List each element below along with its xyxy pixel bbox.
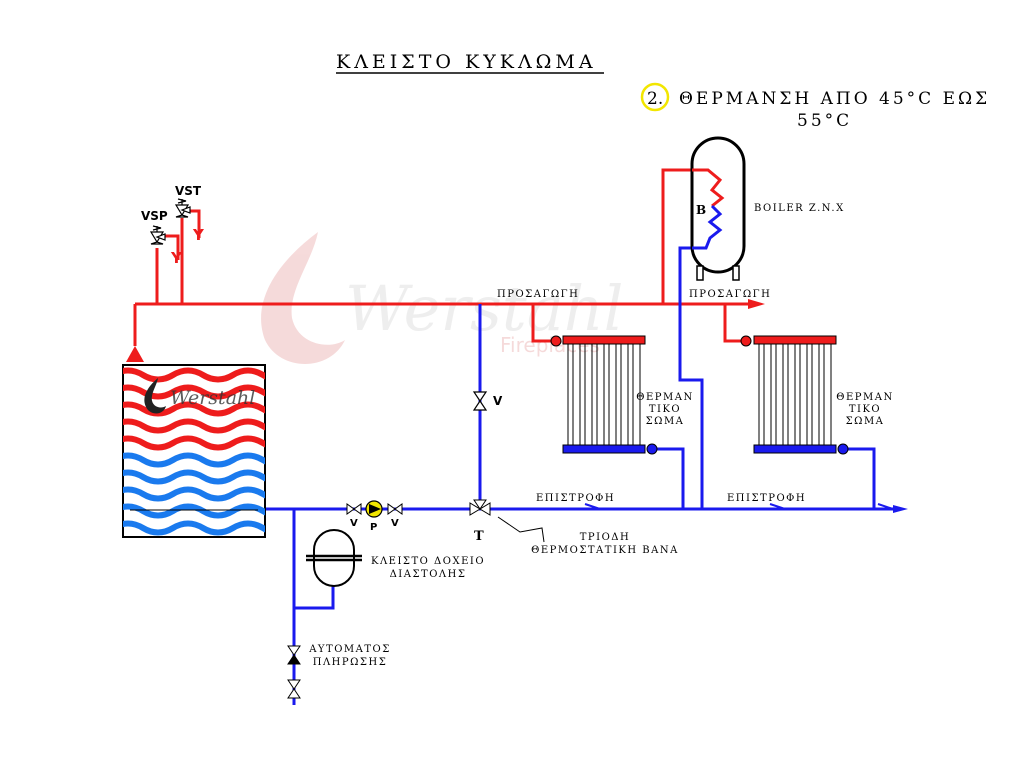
pump-valve-left-icon [346, 503, 362, 515]
radiator-2-label-line-3: ΣΩΜΑ [846, 416, 885, 427]
auto-fill-label-line-1: ΑΥΤΟΜΑΤΟΣ [308, 644, 391, 655]
gate-valve-v-icon [472, 391, 488, 411]
supply-label-1: ΠΡΟΣΑΓΩΓΗ [497, 289, 579, 300]
radiator-1-label-line-1: ΘΕΡΜΑΝ [636, 392, 693, 403]
safety-valve-vsp-icon [149, 225, 166, 245]
boiler-letter: B [696, 203, 706, 217]
subtitle-number: 2. [647, 89, 663, 109]
subtitle-line-1: ΘΕΡΜΑΝΣΗ ΑΠΟ 45°C ΕΩΣ [679, 89, 990, 109]
radiator-2-label-line-1: ΘΕΡΜΑΝ [836, 392, 893, 403]
three-way-valve-icon [469, 499, 491, 516]
supply-label-2: ΠΡΟΣΑΓΩΓΗ [689, 289, 771, 300]
supply-pipes [133, 168, 750, 346]
vsp-label: VSP [141, 209, 168, 223]
tee-label: T [474, 529, 484, 544]
vst-y-label: Y [192, 226, 205, 244]
pump-valve-right-icon [387, 503, 403, 515]
three-way-valve-leader [497, 516, 545, 543]
auto-fill-valve-icon [287, 645, 301, 699]
circulation-pump-icon [365, 500, 383, 518]
three-way-valve-label-line-2: ΘΕΡΜΟΣΤΑΤΙΚΗ ΒΑΝΑ [531, 545, 679, 556]
watermark: Werstahl Fireplaces [261, 232, 623, 364]
expansion-tank-label-line-2: ΔΙΑΣΤΟΛΗΣ [390, 569, 467, 580]
subtitle-line-2: 55°C [797, 111, 852, 131]
valve-v-label: V [493, 394, 503, 408]
safety-valve-vst-icon [174, 198, 191, 218]
return-label-1: ΕΠΙΣΤΡΟΦΗ [536, 493, 615, 504]
supply-arrow [748, 299, 765, 309]
pump-valve-left-label: V [350, 518, 358, 529]
expansion-tank-label-line-1: ΚΛΕΙΣΤΟ ΔΟΧΕΙΟ [371, 556, 485, 567]
radiator-1-label-line-2: ΤΙΚΟ [649, 404, 681, 415]
radiator-1-label-line-3: ΣΩΜΑ [646, 416, 685, 427]
svg-text:Werstahl: Werstahl [170, 387, 255, 409]
vst-label: VST [175, 184, 202, 198]
fireplace-outlet-arrow [126, 346, 144, 362]
radiator-2-label-line-2: ΤΙΚΟ [849, 404, 881, 415]
boiler-icon [690, 136, 746, 281]
pump-label: P [370, 522, 377, 533]
boiler-label: BOILER Z.N.X [754, 203, 845, 214]
radiator-1-icon [550, 335, 658, 455]
vsp-y-label: Y [170, 249, 183, 267]
watermark-flame-icon [261, 232, 345, 364]
diagram-title: ΚΛΕΙΣΤΟ ΚΥΚΛΩΜΑ [336, 51, 597, 73]
radiator-2-icon [740, 335, 849, 455]
fireplace-icon: Werstahl [122, 364, 266, 538]
three-way-valve-label-line-1: ΤΡΙΟΔΗ [580, 532, 631, 543]
watermark-brand: Werstahl [345, 272, 623, 345]
pump-valve-right-label: V [391, 518, 399, 529]
auto-fill-label-line-2: ΠΛΗΡΩΣΗΣ [313, 657, 388, 668]
expansion-tank-icon [306, 529, 362, 587]
return-label-2: ΕΠΙΣΤΡΟΦΗ [727, 493, 806, 504]
return-arrow [893, 505, 908, 513]
subtitle-number-circle [640, 82, 670, 112]
